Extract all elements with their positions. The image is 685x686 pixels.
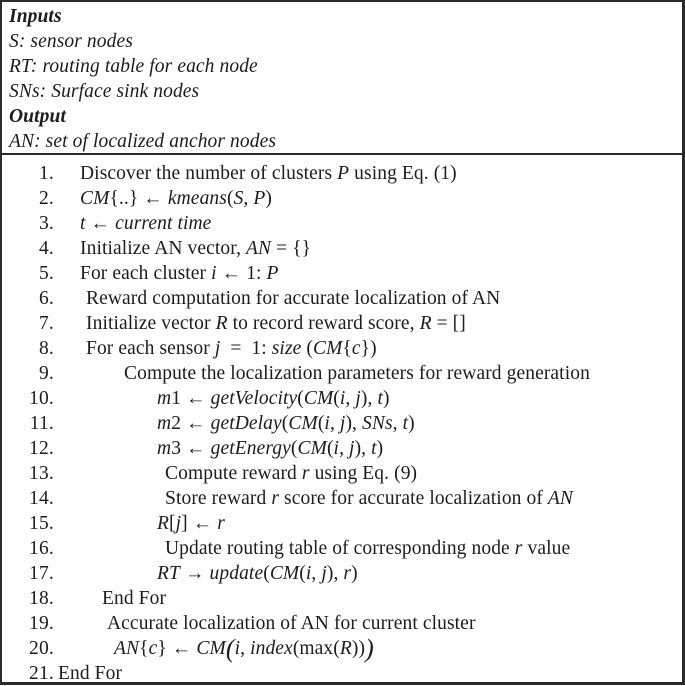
step-row-9: 9. Compute the localization parameters f… (2, 361, 682, 386)
step-row-15: 15. R[j] ← r (2, 511, 682, 536)
step-number: 11. (29, 413, 54, 434)
step-row-12: 12. m3 ← getEnergy(CM(i, j), t) (2, 436, 682, 461)
step-row-19: 19. Accurate localization of AN for curr… (2, 611, 682, 636)
step-text: CM{..} ← kmeans(S, P) (80, 188, 272, 209)
step-row-17: 17. RT → update(CM(i, j), r) (2, 561, 682, 586)
algorithm-steps: 1. Discover the number of clusters P usi… (2, 155, 682, 686)
step-row-2: 2. CM{..} ← kmeans(S, P) (2, 186, 682, 211)
step-text: For each cluster i ← 1: P (80, 263, 279, 284)
step-number: 1. (38, 163, 54, 184)
step-text: AN{c} ← CM(i, index(max(R))) (114, 634, 374, 663)
step-number: 13. (29, 463, 54, 484)
step-row-8: 8. For each sensor j = 1: size (CM{c}) (2, 336, 682, 361)
step-text: m1 ← getVelocity(CM(i, j), t) (157, 388, 390, 409)
step-text: RT → update(CM(i, j), r) (157, 563, 358, 584)
step-row-3: 3. t ← current time (2, 211, 682, 236)
step-row-16: 16. Update routing table of correspondin… (2, 536, 682, 561)
step-number: 5. (38, 263, 54, 284)
step-text: End For (58, 663, 123, 684)
step-row-14: 14. Store reward r score for accurate lo… (2, 486, 682, 511)
step-number: 3. (38, 213, 54, 234)
step-row-5: 5. For each cluster i ← 1: P (2, 261, 682, 286)
step-row-7: 7. Initialize vector R to record reward … (2, 311, 682, 336)
step-text: Accurate localization of AN for current … (107, 613, 476, 634)
step-text: m3 ← getEnergy(CM(i, j), t) (157, 438, 384, 459)
input-surface-sink-nodes: SNs: Surface sink nodes (9, 81, 200, 102)
step-text: Reward computation for accurate localiza… (86, 288, 501, 309)
step-number: 14. (29, 488, 54, 509)
step-number: 12. (29, 438, 54, 459)
step-number: 19. (29, 613, 54, 634)
input-sensor-nodes: S: sensor nodes (9, 31, 133, 52)
step-text: Update routing table of corresponding no… (165, 538, 571, 559)
step-row-6: 6. Reward computation for accurate local… (2, 286, 682, 311)
step-number: 8. (38, 338, 54, 359)
step-row-1: 1. Discover the number of clusters P usi… (2, 161, 682, 186)
step-row-18: 18. End For (2, 586, 682, 611)
step-text: Store reward r score for accurate locali… (165, 488, 574, 509)
step-text: Compute the localization parameters for … (124, 363, 590, 384)
inputs-heading: Inputs (9, 6, 62, 27)
step-number: 17. (29, 563, 54, 584)
step-number: 2. (38, 188, 54, 209)
step-number: 10. (29, 388, 54, 409)
step-number: 4. (38, 238, 54, 259)
step-row-10: 10. m1 ← getVelocity(CM(i, j), t) (2, 386, 682, 411)
step-row-21: 21. End For (2, 661, 682, 686)
step-text: For each sensor j = 1: size (CM{c}) (86, 338, 377, 359)
step-number: 15. (29, 513, 54, 534)
step-text: m2 ← getDelay(CM(i, j), SNs, t) (157, 413, 415, 434)
output-heading: Output (9, 106, 66, 127)
algorithm-header: Inputs S: sensor nodes RT: routing table… (2, 2, 682, 155)
step-number: 9. (38, 363, 54, 384)
step-row-4: 4. Initialize AN vector, AN = {} (2, 236, 682, 261)
step-row-11: 11. m2 ← getDelay(CM(i, j), SNs, t) (2, 411, 682, 436)
output-anchor-nodes: AN: set of localized anchor nodes (9, 131, 277, 152)
step-text: Initialize AN vector, AN = {} (80, 238, 312, 259)
step-number: 18. (29, 588, 54, 609)
input-routing-table: RT: routing table for each node (9, 56, 258, 77)
step-number: 7. (38, 313, 54, 334)
step-number: 21. (29, 663, 54, 684)
step-text: Initialize vector R to record reward sco… (86, 313, 466, 334)
step-number: 6. (38, 288, 54, 309)
step-number: 16. (29, 538, 54, 559)
step-text: Compute reward r using Eq. (9) (165, 463, 418, 484)
step-row-13: 13. Compute reward r using Eq. (9) (2, 461, 682, 486)
step-number: 20. (29, 638, 54, 659)
step-text: R[j] ← r (157, 513, 225, 534)
step-text: t ← current time (80, 213, 212, 234)
step-row-20: 20. AN{c} ← CM(i, index(max(R))) (2, 634, 682, 663)
step-text: End For (102, 588, 167, 609)
step-text: Discover the number of clusters P using … (80, 163, 457, 184)
